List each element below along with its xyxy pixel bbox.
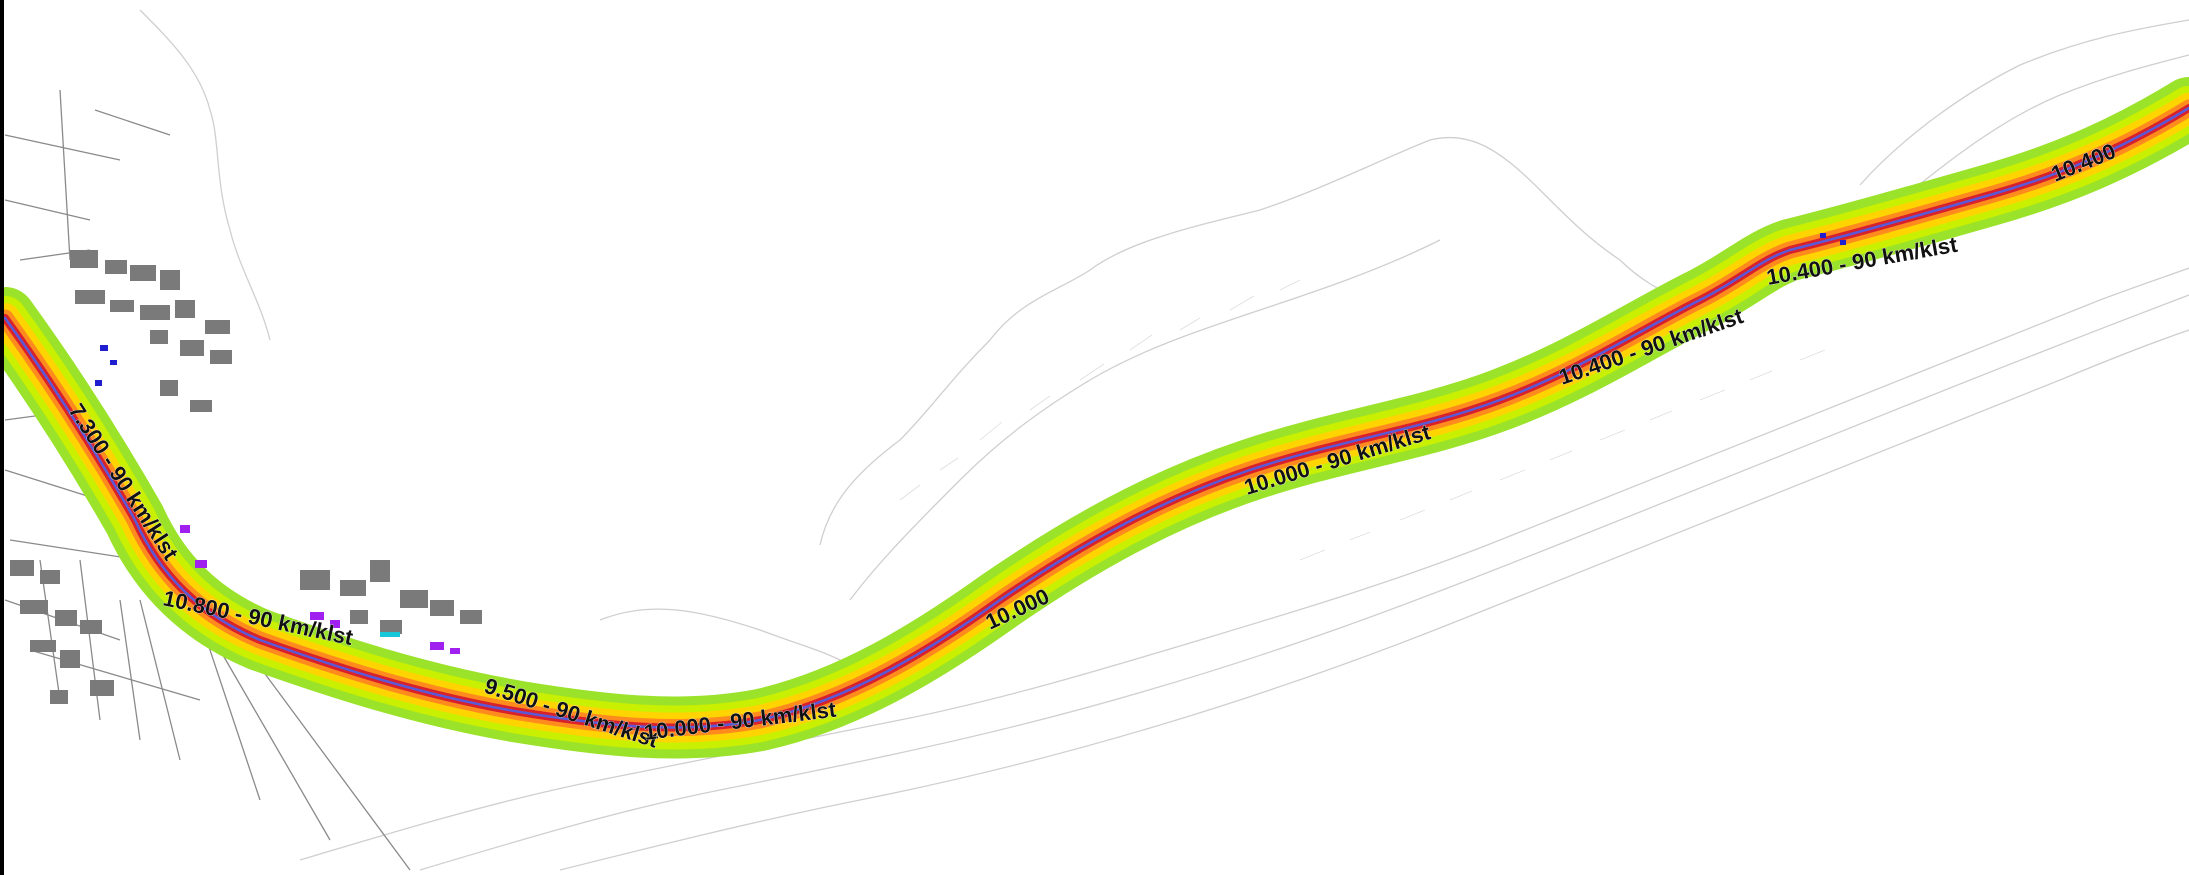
town-buildings-south [10,560,482,704]
highlighted-buildings [95,233,1846,654]
terrain-contours [139,9,2189,871]
town-buildings-north [70,250,232,412]
map-frame-border [0,0,4,875]
town-road-network [4,89,411,871]
terrain-hatch [899,279,1826,561]
